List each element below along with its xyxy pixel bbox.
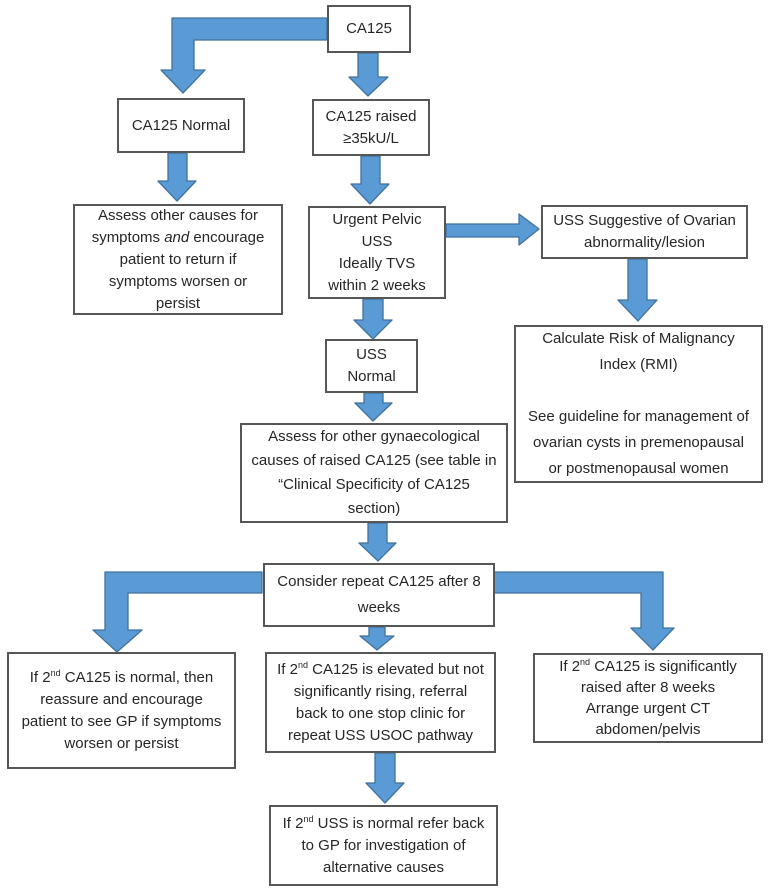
arrow-raised-to-urgent-uss <box>350 155 390 205</box>
text-part: encourage patient to return if symptoms … <box>108 228 265 312</box>
node-rmi-label: Calculate Risk of Malignancy Index (RMI)… <box>528 330 749 477</box>
arrow-ca125-to-normal <box>160 17 328 94</box>
node-ca125-label: CA125 <box>346 20 392 37</box>
node-second-ca125-elevated: If 2nd CA125 is elevated but not signifi… <box>265 652 496 753</box>
node-ca125-normal: CA125 Normal <box>117 98 245 153</box>
italic-and: and <box>164 228 190 246</box>
superscript-nd: nd <box>580 657 591 667</box>
text-part: CA125 is significantly raised after 8 we… <box>580 658 737 738</box>
node-second-ca125-raised-label: If 2nd CA125 is significantly raised aft… <box>541 656 755 740</box>
node-uss-suggestive-label: USS Suggestive of Ovarian abnormality/le… <box>553 212 736 251</box>
node-second-uss-normal-label: If 2nd USS is normal refer back to GP fo… <box>277 813 490 879</box>
node-assess-other-causes-label: Assess other causes for symptoms and enc… <box>81 205 275 315</box>
node-urgent-pelvic-uss: Urgent Pelvic USS Ideally TVS within 2 w… <box>308 206 446 299</box>
text-part: If 2 <box>282 814 304 832</box>
superscript-nd: nd <box>50 667 61 678</box>
node-second-ca125-elevated-label: If 2nd CA125 is elevated but not signifi… <box>273 659 488 747</box>
arrow-urgent-uss-to-suggestive <box>445 213 540 246</box>
text-part: If 2 <box>277 660 298 678</box>
node-second-ca125-normal: If 2nd CA125 is normal, then reassure an… <box>7 652 236 769</box>
arrow-normal-to-assess-other <box>157 152 197 202</box>
arrow-urgent-uss-to-uss-normal <box>353 298 393 340</box>
text-part: If 2 <box>29 668 51 686</box>
arrow-uss-normal-to-assess-gynae <box>354 392 393 422</box>
text-part: CA125 is normal, then reassure and encou… <box>21 668 222 752</box>
superscript-nd: nd <box>297 659 308 670</box>
arrow-assess-gynae-to-consider <box>358 522 397 562</box>
arrow-consider-to-second-elevated <box>359 626 395 651</box>
arrow-ca125-to-raised <box>348 52 389 97</box>
node-assess-gynae-causes-label: Assess for other gynaecological causes o… <box>251 428 497 517</box>
node-ca125-normal-label: CA125 Normal <box>131 116 231 134</box>
arrow-consider-to-second-normal <box>92 571 263 653</box>
node-ca125: CA125 <box>327 5 411 53</box>
arrow-consider-to-second-raised <box>493 571 675 651</box>
arrow-elevated-to-second-uss-normal <box>365 752 405 804</box>
arrow-suggestive-to-rmi <box>617 258 658 322</box>
node-ca125-raised: CA125 raised ≥35kU/L <box>312 99 430 156</box>
node-second-uss-normal: If 2nd USS is normal refer back to GP fo… <box>269 805 498 886</box>
text-part: Assess other causes for symptoms <box>91 206 259 246</box>
text-part: CA125 is elevated but not significantly … <box>287 660 484 744</box>
superscript-nd: nd <box>303 813 314 824</box>
node-assess-other-causes: Assess other causes for symptoms and enc… <box>73 204 283 315</box>
node-uss-normal-label: USS Normal <box>347 346 396 385</box>
node-ca125-raised-label: CA125 raised ≥35kU/L <box>325 107 417 147</box>
node-second-ca125-normal-label: If 2nd CA125 is normal, then reassure an… <box>15 667 228 755</box>
text-part: If 2 <box>559 658 581 675</box>
node-consider-repeat-label: Consider repeat CA125 after 8 weeks <box>277 573 481 616</box>
node-rmi: Calculate Risk of Malignancy Index (RMI)… <box>514 325 763 483</box>
node-uss-suggestive: USS Suggestive of Ovarian abnormality/le… <box>541 205 748 259</box>
text-part: USS is normal refer back to GP for inves… <box>301 814 485 876</box>
node-uss-normal: USS Normal <box>325 339 418 393</box>
node-second-ca125-raised: If 2nd CA125 is significantly raised aft… <box>533 653 763 743</box>
node-urgent-pelvic-uss-label: Urgent Pelvic USS Ideally TVS within 2 w… <box>328 210 426 294</box>
node-assess-gynae-causes: Assess for other gynaecological causes o… <box>240 423 508 523</box>
node-consider-repeat: Consider repeat CA125 after 8 weeks <box>263 563 495 627</box>
